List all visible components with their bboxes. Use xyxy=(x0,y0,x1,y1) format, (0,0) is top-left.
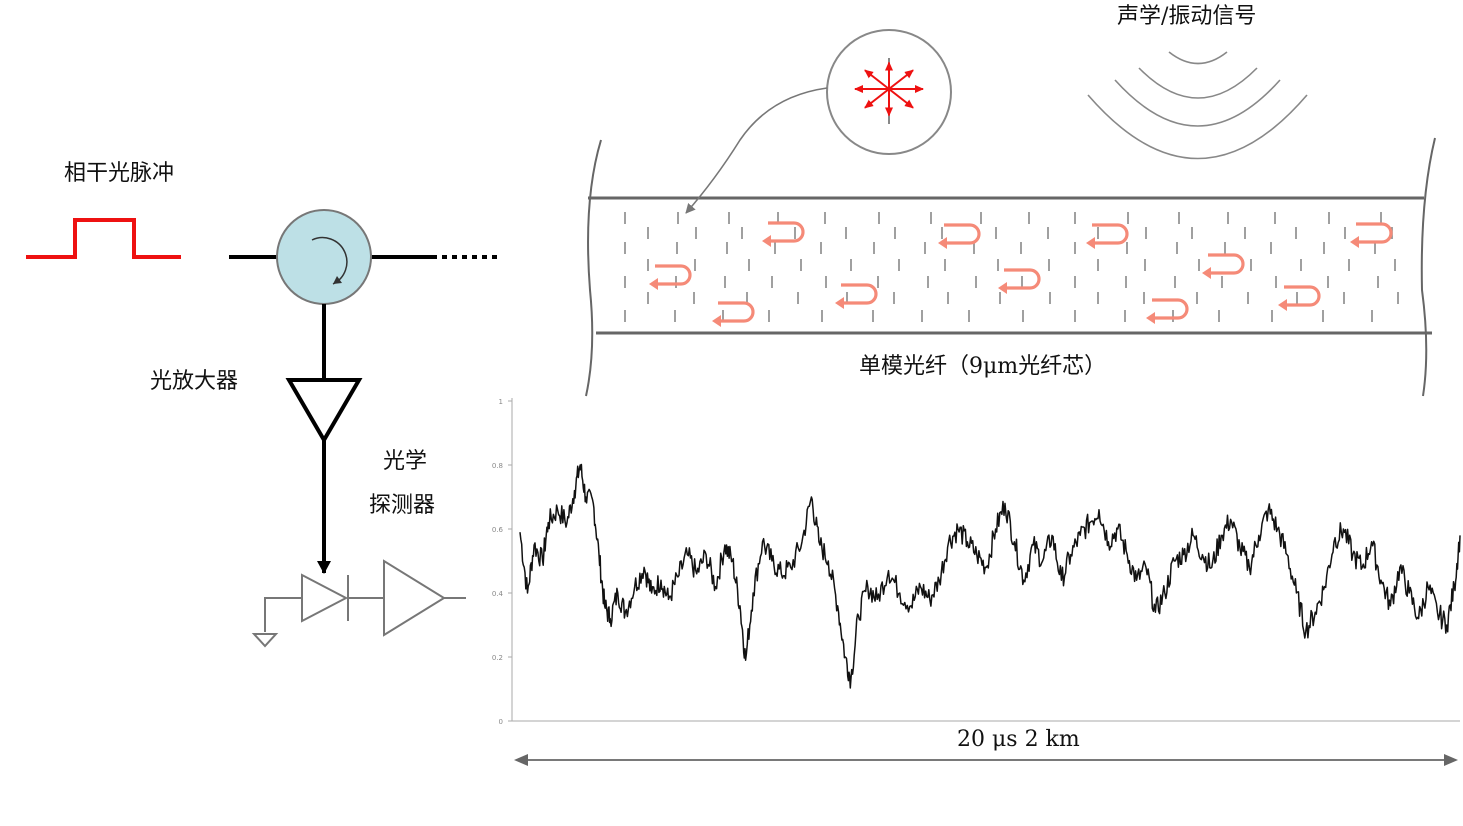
backscatter-arrow-icon xyxy=(1202,253,1245,279)
backscatter-arrow-icon xyxy=(1350,222,1393,248)
circulator xyxy=(276,209,372,305)
scatter-ray xyxy=(864,69,890,90)
optical-amplifier-label: 光放大器 xyxy=(150,369,238,394)
backscatter-arrow-icon xyxy=(835,283,878,309)
scatter-star-icon xyxy=(854,61,924,117)
photodiode-circuit xyxy=(251,559,466,648)
y-tick-label: 0.8 xyxy=(492,462,503,470)
backscatter-arrow-icon xyxy=(1146,298,1189,324)
y-tick-label: 0.2 xyxy=(492,654,503,662)
backscatter-arrow-icon xyxy=(938,223,981,249)
zoom-pointer-arrow xyxy=(685,87,828,214)
preamp-triangle-icon xyxy=(383,559,446,637)
scatter-ray xyxy=(888,69,914,90)
amplifier-triangle-icon xyxy=(285,378,363,444)
trace-series-line xyxy=(519,463,1461,689)
acoustic-signal-label: 声学/振动信号 xyxy=(1117,4,1256,29)
optical-detector-label-line1: 光学 xyxy=(383,449,427,474)
photodiode-icon xyxy=(301,573,349,623)
trace-span-label: 20 μs 2 km xyxy=(957,727,1080,752)
trace-span-arrow xyxy=(514,754,1458,766)
circulator-arrow-icon xyxy=(311,236,348,285)
backscatter-arrow-icon xyxy=(1086,223,1129,249)
y-tick-label: 1 xyxy=(499,398,503,406)
backscatter-arrow-icon xyxy=(1278,285,1321,311)
y-tick-label: 0 xyxy=(499,718,503,726)
backscatter-arrow-icon xyxy=(998,268,1041,294)
y-tick-label: 0.4 xyxy=(492,590,504,598)
backscatter-arrow-icon xyxy=(712,301,755,327)
scattering-zoom xyxy=(685,29,952,214)
fiber-core xyxy=(588,196,1432,335)
backscatter-arrow-icon xyxy=(762,221,805,247)
y-tick-label: 0.6 xyxy=(492,526,504,534)
fiber-label: 单模光纤（9μm光纤芯） xyxy=(859,354,1106,379)
fiber-outer-edges xyxy=(585,137,1436,397)
trace-chart: 0 0.2 0.4 0.6 0.8 1 xyxy=(492,398,1461,726)
scatter-ray xyxy=(864,88,890,109)
coherent-pulse-shape xyxy=(26,218,181,259)
optical-detector-label-line2: 探测器 xyxy=(369,493,435,518)
scatter-ray xyxy=(888,88,914,109)
ground-icon xyxy=(251,633,279,648)
coherent-pulse-label: 相干光脉冲 xyxy=(64,161,174,186)
backscatter-arrow-icon xyxy=(649,264,692,290)
acoustic-wave-icon xyxy=(1087,51,1308,160)
